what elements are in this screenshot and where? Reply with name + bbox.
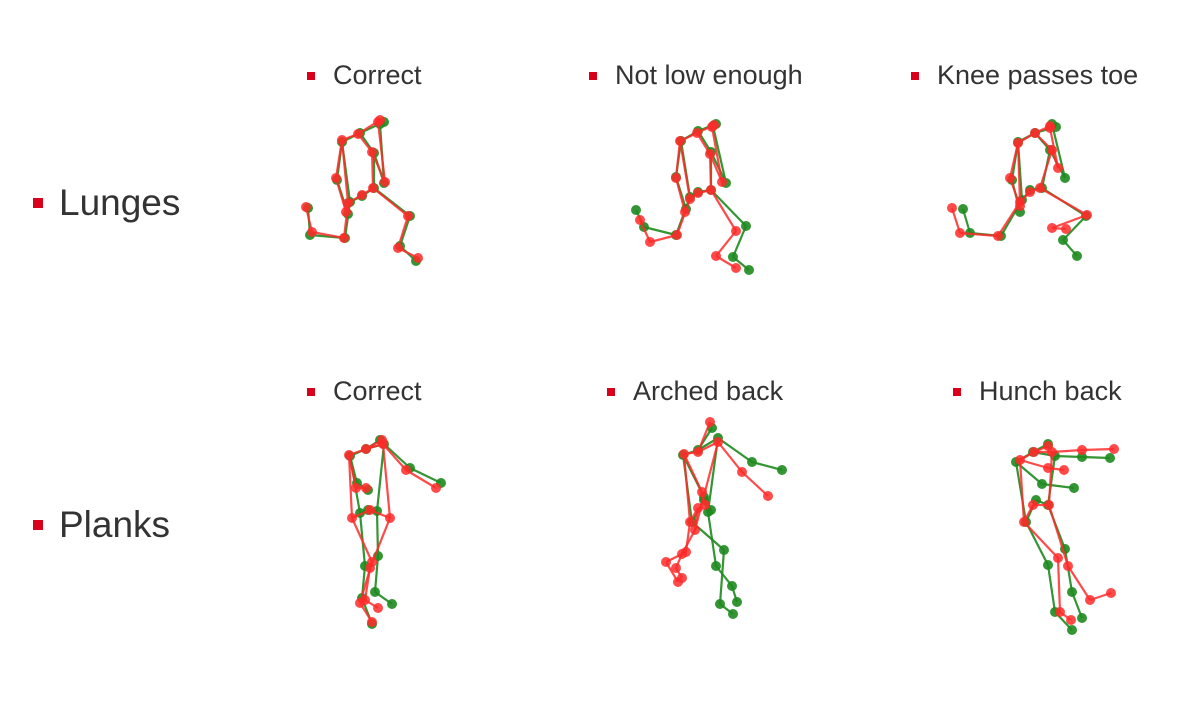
bullet-icon — [589, 71, 597, 80]
lunge-not-low-skeleton-icon — [631, 119, 754, 275]
bullet-icon — [607, 387, 615, 396]
col-label-lunge-correct: Correct — [307, 60, 422, 91]
plank-arched-skeleton-icon — [661, 417, 787, 619]
col-label-text: Knee passes toe — [937, 60, 1139, 90]
col-label-text: Arched back — [633, 376, 784, 406]
row-label-text: Planks — [59, 504, 171, 545]
bullet-icon — [307, 71, 315, 80]
row-label-text: Lunges — [59, 182, 181, 223]
col-label-text: Correct — [333, 376, 422, 406]
row-label-lunges: Lunges — [33, 182, 180, 224]
bullet-icon — [953, 387, 961, 396]
bullet-icon — [33, 198, 43, 208]
row-label-planks: Planks — [33, 504, 170, 546]
bullet-icon — [33, 520, 43, 530]
col-label-plank-correct: Correct — [307, 376, 422, 407]
col-label-text: Correct — [333, 60, 422, 90]
lunge-correct-skeleton-icon — [301, 115, 423, 266]
col-label-plank-hunch: Hunch back — [953, 376, 1122, 407]
col-label-text: Not low enough — [615, 60, 803, 90]
col-label-plank-arched: Arched back — [607, 376, 783, 407]
plank-hunch-skeleton-icon — [1011, 439, 1119, 635]
lunge-knee-toe-skeleton-icon — [947, 119, 1092, 261]
col-label-text: Hunch back — [979, 376, 1122, 406]
col-label-lunge-not-low: Not low enough — [589, 60, 803, 91]
bullet-icon — [307, 387, 315, 396]
bullet-icon — [911, 71, 919, 80]
col-label-lunge-knee-toe: Knee passes toe — [911, 60, 1138, 91]
plank-correct-skeleton-icon — [344, 435, 446, 629]
